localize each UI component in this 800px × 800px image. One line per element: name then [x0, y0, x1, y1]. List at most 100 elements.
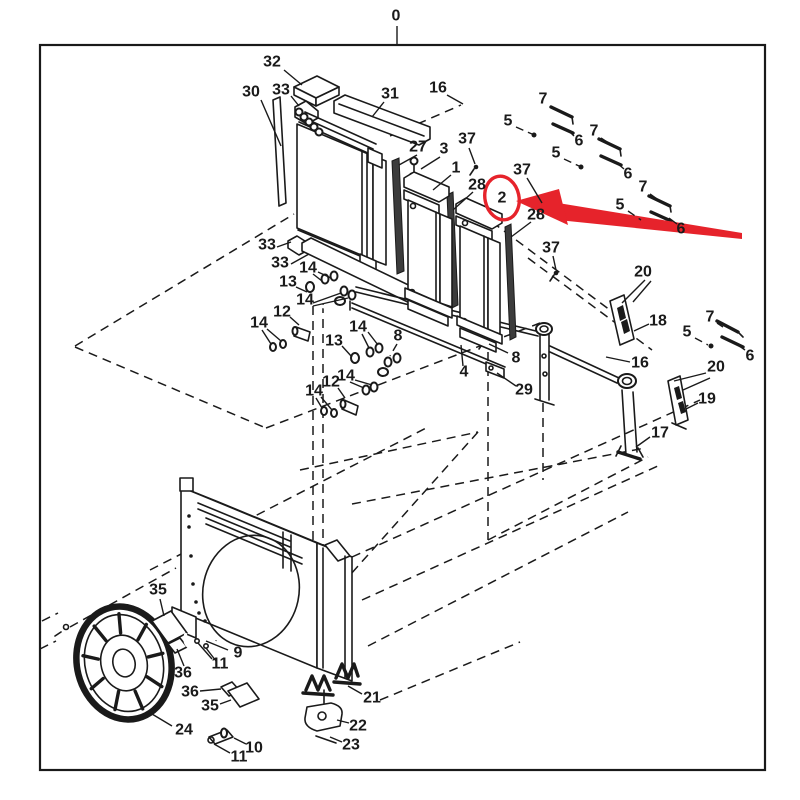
callout-leader — [550, 105, 559, 112]
callout-leader — [205, 647, 217, 662]
part-callout-28: 28 — [468, 177, 486, 194]
part-callout-37: 37 — [513, 162, 531, 179]
callout-leader — [496, 372, 517, 387]
part-callout-16: 16 — [631, 355, 649, 372]
bracket-32 — [293, 75, 340, 107]
oil-cooler-2 — [455, 197, 503, 353]
part-callout-37: 37 — [458, 131, 476, 148]
outlet-elbow-9 — [183, 632, 218, 652]
part-callout-36: 36 — [181, 684, 199, 701]
callout-leader — [199, 688, 222, 692]
callout-leader — [452, 191, 474, 211]
callout-leader — [197, 642, 213, 660]
callout-leader — [266, 328, 282, 342]
drain-valve-10 — [207, 727, 234, 745]
callout-leader — [563, 158, 580, 167]
o-rings-14-lower — [361, 342, 384, 396]
washers-14-upper-left — [269, 339, 287, 352]
plate-31 — [333, 94, 431, 146]
callout-leader — [312, 292, 342, 304]
callout-leader — [468, 147, 476, 165]
callout-leader — [460, 344, 464, 367]
callout-leader — [515, 126, 533, 135]
part-callout-36: 36 — [174, 665, 192, 682]
callout-leader — [315, 397, 323, 409]
callout-leader — [205, 640, 229, 651]
callout-leader — [621, 279, 646, 304]
part-callout-6: 6 — [624, 166, 633, 183]
callout-leader — [694, 337, 709, 346]
seal-strip-27 — [391, 157, 405, 275]
part-callout-35: 35 — [149, 582, 167, 599]
part-callout-33: 33 — [258, 237, 276, 254]
part-callout-19: 19 — [698, 391, 716, 408]
tube-4 — [349, 300, 506, 372]
oil-cooler-1 — [403, 156, 453, 327]
callout-leader — [389, 343, 398, 357]
part-callout-14: 14 — [305, 383, 323, 400]
part-callout-7: 7 — [639, 179, 648, 196]
part-callout-14: 14 — [337, 368, 355, 385]
part-callout-11: 11 — [231, 749, 248, 766]
part-callout-2: 2 — [498, 190, 507, 207]
part-callout-20: 20 — [707, 359, 725, 376]
frame-mount-feet — [301, 662, 362, 697]
callout-leader — [312, 297, 349, 307]
callout-leader — [649, 193, 658, 200]
callout-leader — [354, 379, 373, 386]
callout-leader — [176, 648, 185, 667]
part-callout-5: 5 — [616, 197, 625, 214]
callout-leader — [668, 217, 678, 225]
nipple-12-lower — [339, 399, 359, 416]
strip-30 — [272, 96, 287, 207]
border-rect — [38, 43, 767, 772]
bolt-set-2 — [578, 137, 623, 170]
part-callout-10: 10 — [245, 740, 263, 757]
o-rings-8-left — [383, 352, 402, 368]
cooling-fan — [73, 603, 175, 723]
part-callout-18: 18 — [649, 313, 667, 330]
callout-leader — [341, 345, 353, 358]
callout-leader — [371, 101, 385, 118]
callout-leader — [260, 99, 282, 147]
part-callout-14: 14 — [349, 319, 367, 336]
callout-leader — [510, 221, 532, 238]
part-callout-17: 17 — [651, 425, 669, 442]
drawing-border — [38, 43, 767, 772]
part-callout-16: 16 — [429, 80, 447, 97]
nipple-12-upper — [291, 326, 311, 342]
highlight-arrow-shaft — [552, 202, 742, 239]
callout-leader — [283, 69, 303, 86]
part-callout-6: 6 — [575, 133, 584, 150]
callout-leader — [159, 598, 165, 617]
part-callout-5: 5 — [552, 145, 561, 162]
part-callout-20: 20 — [634, 264, 652, 281]
part-callout-30: 30 — [242, 84, 260, 101]
callout-leader — [682, 377, 711, 391]
callout-leader — [361, 333, 370, 349]
callout-leader — [151, 713, 173, 727]
part-callout-5: 5 — [683, 324, 692, 341]
callout-leader — [635, 436, 651, 448]
callout-leader — [488, 343, 509, 354]
part-callout-29: 29 — [515, 382, 533, 399]
callout-leader — [347, 685, 363, 695]
callout-leader — [616, 162, 625, 170]
part-callout-27: 27 — [409, 139, 427, 156]
part-callout-14: 14 — [299, 260, 317, 277]
part-callout-37: 37 — [542, 240, 560, 257]
callout-leader — [337, 387, 346, 399]
fan-bolt — [54, 623, 70, 637]
gasket-23 — [315, 735, 337, 744]
part-callout-3: 3 — [440, 141, 449, 158]
part-callout-12: 12 — [322, 374, 340, 391]
callout-leader — [213, 743, 231, 754]
part-callout-8: 8 — [512, 350, 521, 367]
callout-leader — [567, 129, 575, 137]
part-callout-13: 13 — [325, 333, 343, 350]
bolt-set-1 — [531, 105, 575, 138]
mount-plate-35-lower — [227, 682, 260, 708]
